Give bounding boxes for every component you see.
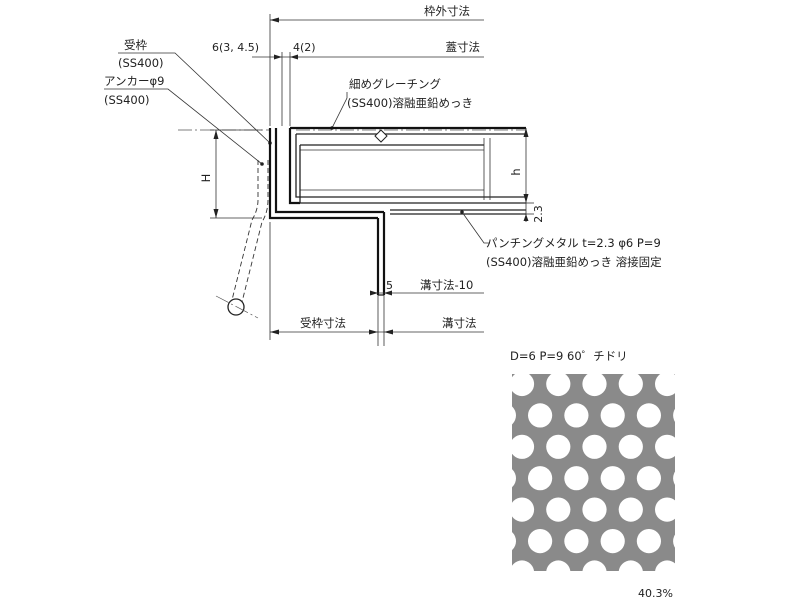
receiving-frame-angle [268,128,386,296]
bottom-dimension-lines [269,222,484,346]
height-h-label: h [509,168,523,175]
pattern-hole [582,374,607,397]
pattern-hole [618,434,643,459]
pattern-hole [512,374,535,397]
gap-5-label: 5 [386,279,393,292]
pattern-hole [546,497,571,522]
pattern-hole [636,529,662,554]
offset-left-label: 6(3, 4.5) [212,41,259,54]
frame-outer-dim-label: 枠外寸法 [424,4,470,18]
pattern-hole [655,560,675,571]
dim-2-3-label: 2.3 [532,205,545,223]
pattern-hole [582,560,607,571]
pattern-hole [512,406,516,425]
pattern-hole [600,466,625,491]
pattern-hole [528,466,553,491]
pattern-hole [546,374,571,397]
pattern-hole [673,534,675,548]
pattern-hole [512,560,535,571]
pattern-hole [582,497,607,522]
pattern-hole [546,434,571,459]
receiving-frame-label: 受枠 [124,38,147,52]
grating-spec-label: (SS400)溶融亜鉛めっき [347,96,473,110]
pattern-hole [636,403,662,428]
anchor-bar [215,160,269,319]
anchor-material: (SS400) [104,93,150,107]
grating-name-label: 細めグレーチング [349,77,441,91]
punching-leader [461,211,490,244]
punching-pattern [474,372,675,584]
pattern-hole [582,434,607,459]
pattern-hole [636,466,662,491]
pattern-hole [528,529,553,554]
pattern-hole [528,403,553,428]
pattern-hole [564,403,589,428]
pattern-hole [474,498,498,522]
punching-spec-label: (SS400)溶融亜鉛めっき 溶接固定 [486,255,662,269]
pattern-hole [600,529,625,554]
pattern-hole [474,372,498,396]
frame-dim-label: 受枠寸法 [300,316,346,330]
pattern-hole [618,374,643,397]
pattern-hole [512,497,535,522]
lid-dim-label: 蓋寸法 [446,40,481,54]
pattern-hole [564,466,589,491]
punching-metal-label: パンチングメタル t=2.3 φ6 P=9 [486,236,661,250]
pattern-hole [512,469,516,488]
groove-minus10-label: 溝寸法-10 [420,278,473,292]
pattern-hole [600,403,625,428]
pattern-hole [546,560,571,571]
pattern-hole [655,374,675,397]
dim-H [210,129,262,219]
pattern-hole [655,497,675,522]
grating-body [288,126,526,215]
grating-leader [331,92,348,129]
dim-h [520,128,534,222]
top-dimension-lines [252,14,484,126]
pattern-hole [512,434,535,459]
pattern-hole [673,408,675,422]
open-ratio-label: 40.3% [638,587,673,600]
pattern-holes [474,372,675,584]
receiving-frame-material: (SS400) [118,56,164,70]
height-H-label: H [199,174,213,183]
anchor-label: アンカーφ9 [104,74,164,88]
pattern-hole [655,434,675,459]
pattern-hole [618,497,643,522]
pattern-hole [618,560,643,571]
pattern-hole [474,435,498,459]
pattern-title: D=6 P=9 60゜チドリ [510,349,628,363]
pattern-hole [564,529,589,554]
pattern-hole [474,560,498,584]
pattern-hole [673,471,675,485]
pattern-hole [512,532,516,551]
offset-right-label: 4(2) [293,41,316,54]
groove-dim-label: 溝寸法 [442,316,477,330]
